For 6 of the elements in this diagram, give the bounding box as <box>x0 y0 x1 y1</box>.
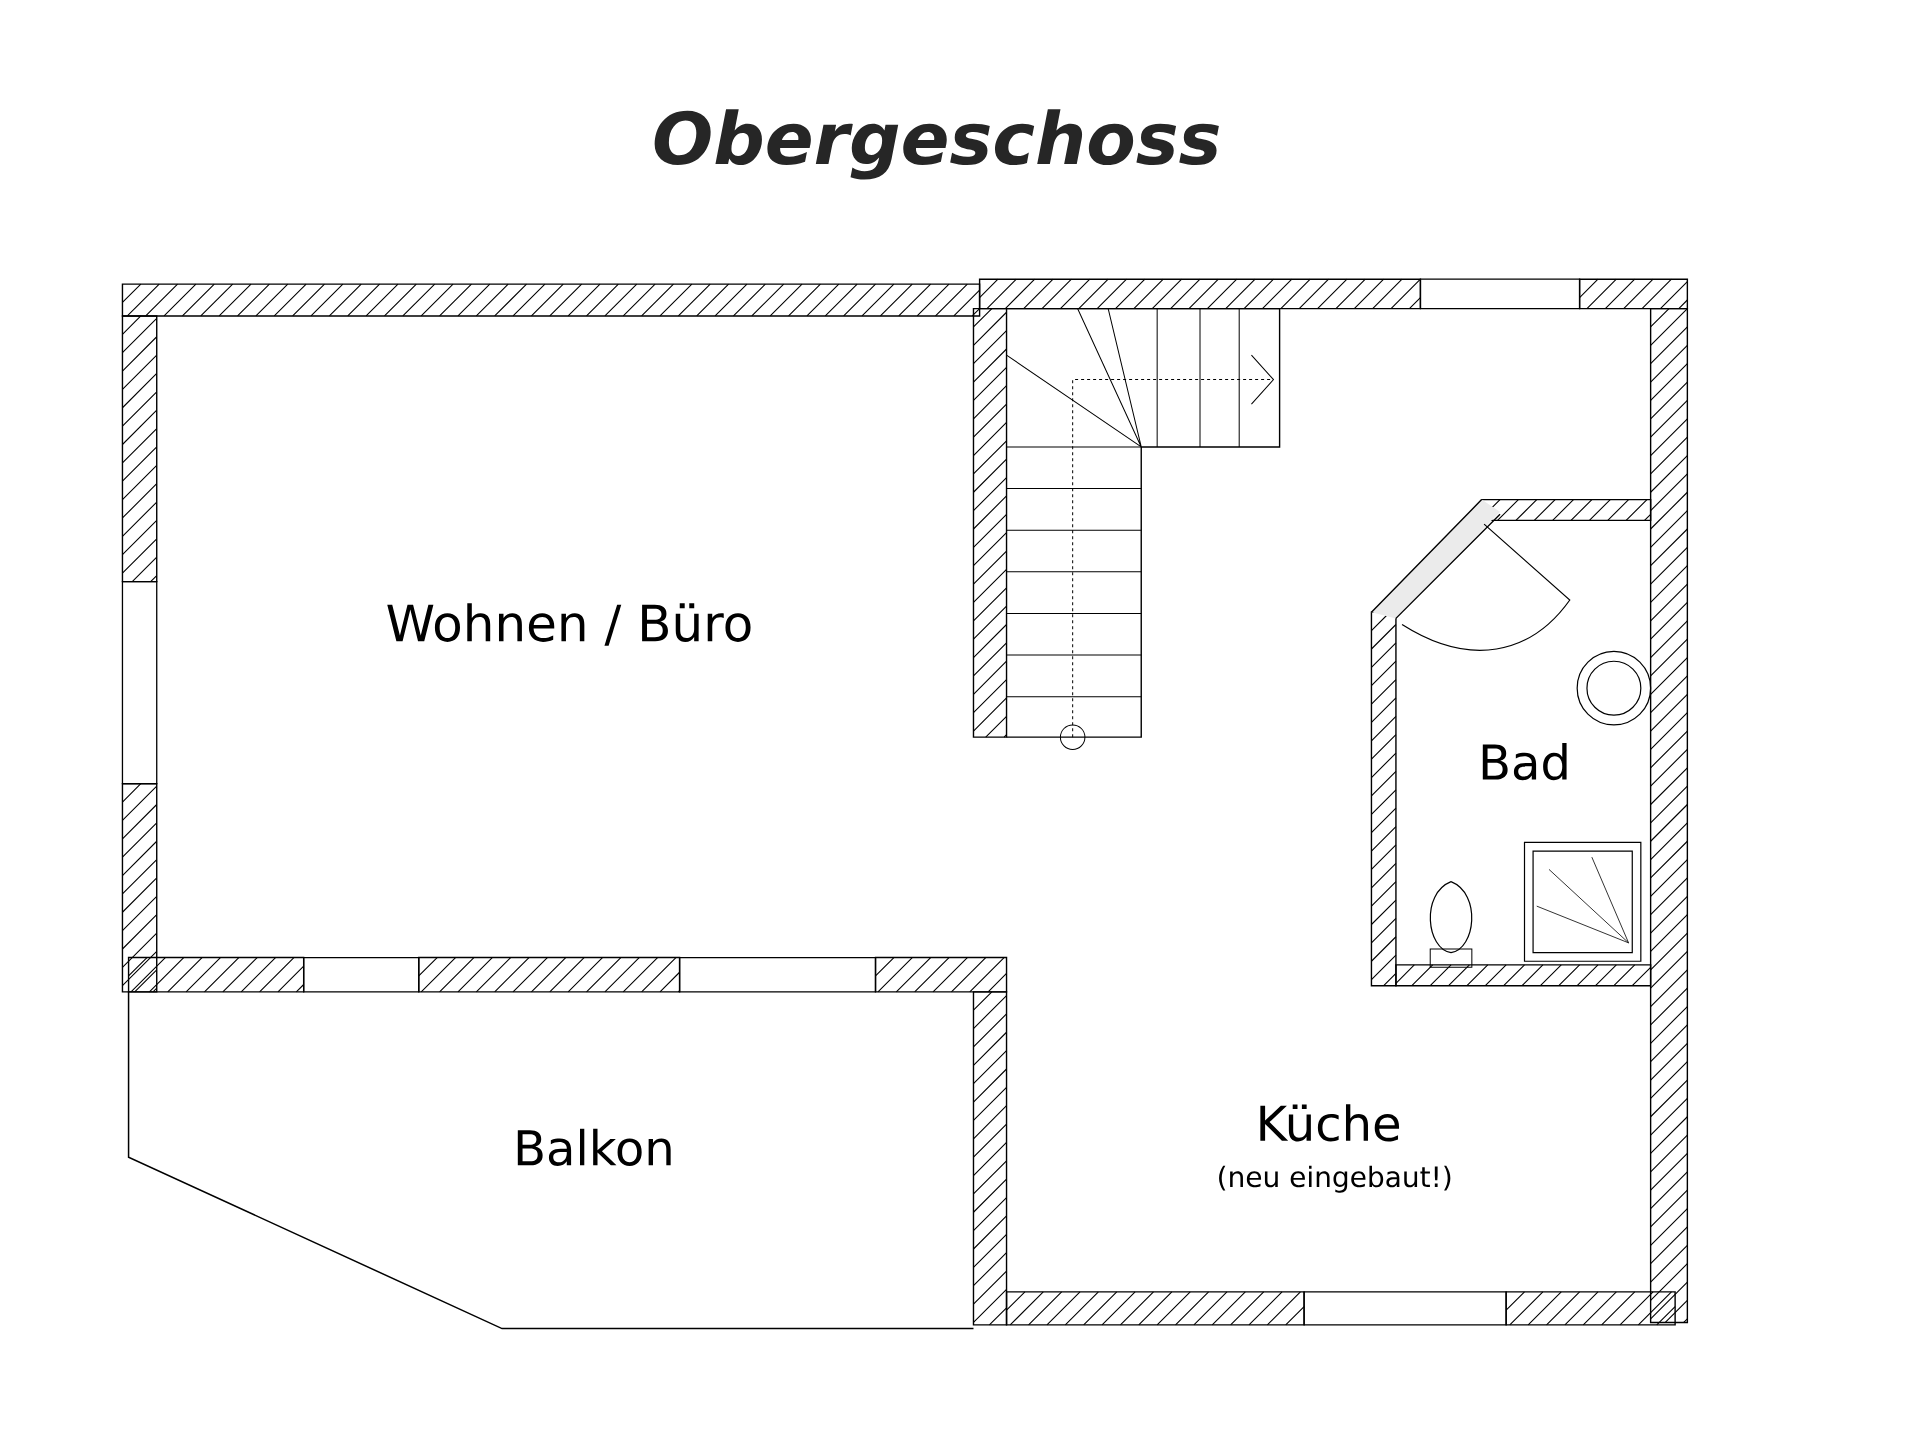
room-label: Bad <box>1482 743 1567 781</box>
room-label: Wohnen / Büro <box>387 603 751 646</box>
room-label: (neu eingebaut!) <box>1219 1165 1451 1193</box>
room-label: Balkon <box>517 1128 671 1166</box>
title: Obergeschoss <box>654 109 1219 180</box>
room-label: Küche <box>1260 1104 1400 1142</box>
